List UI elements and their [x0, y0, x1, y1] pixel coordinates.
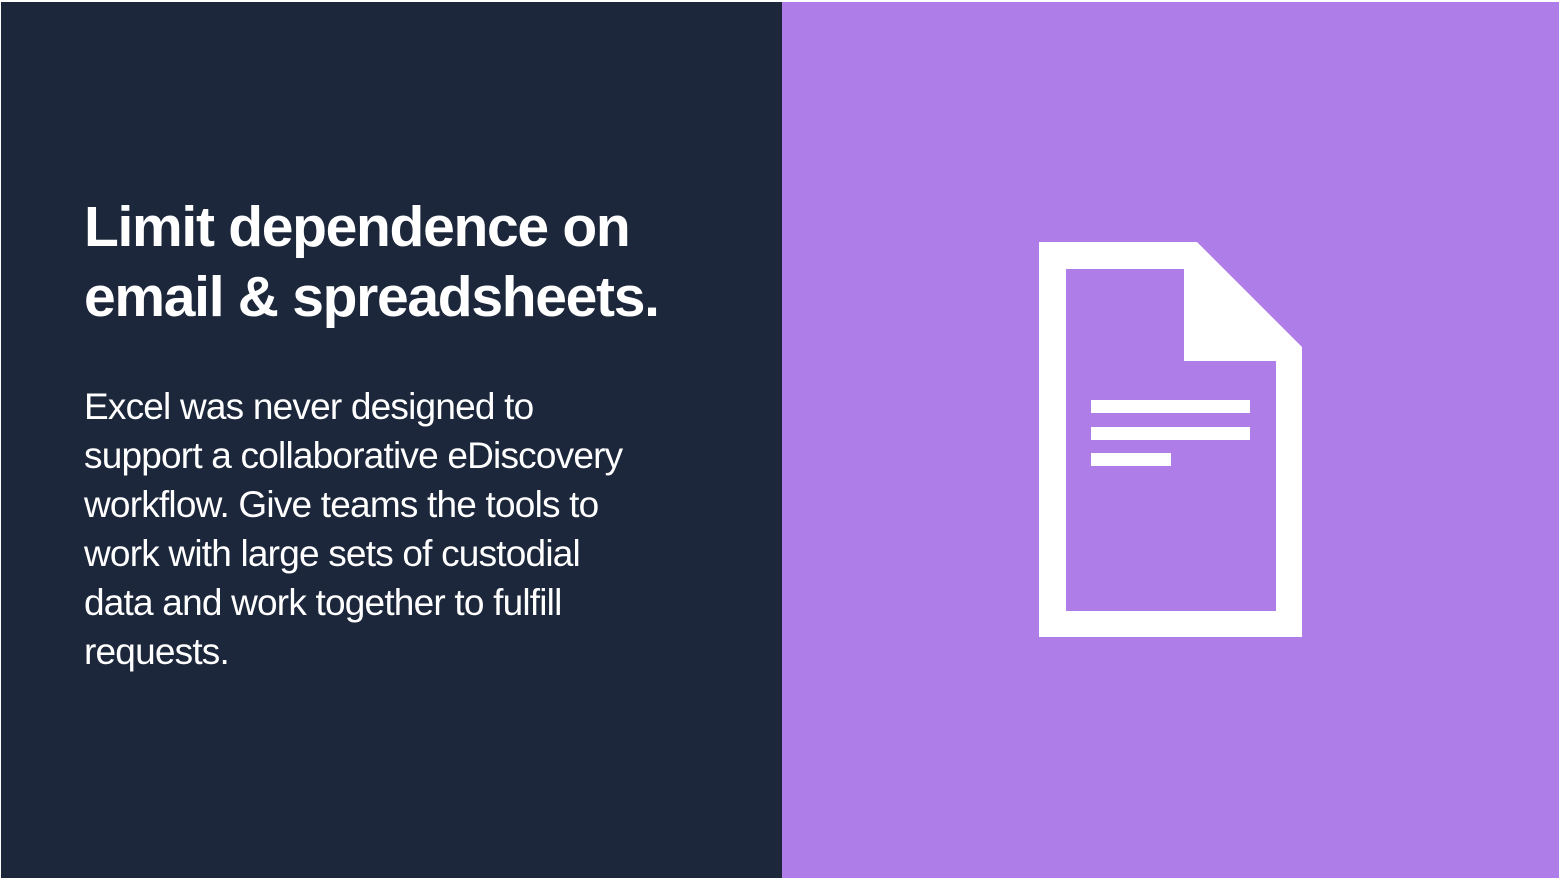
document-line	[1091, 427, 1250, 440]
body-line: data and work together to fulfill	[84, 582, 562, 623]
text-panel	[1, 2, 782, 878]
document-line	[1091, 400, 1250, 413]
body-line: requests.	[84, 631, 230, 672]
body-line: support a collaborative eDiscovery	[84, 435, 623, 476]
document-line	[1091, 453, 1171, 466]
slide-headline: Limit dependence on email & spreadsheets…	[84, 192, 764, 332]
body-line: Excel was never designed to	[84, 386, 534, 427]
headline-line-1: Limit dependence on	[84, 195, 631, 259]
document-icon	[1039, 242, 1302, 637]
headline-line-2: email & spreadsheets.	[84, 265, 660, 329]
body-line: work with large sets of custodial	[84, 533, 581, 574]
body-line: workflow. Give teams the tools to	[84, 484, 599, 525]
document-outline	[1039, 242, 1302, 637]
slide-body-text: Excel was never designed to support a co…	[84, 382, 744, 676]
